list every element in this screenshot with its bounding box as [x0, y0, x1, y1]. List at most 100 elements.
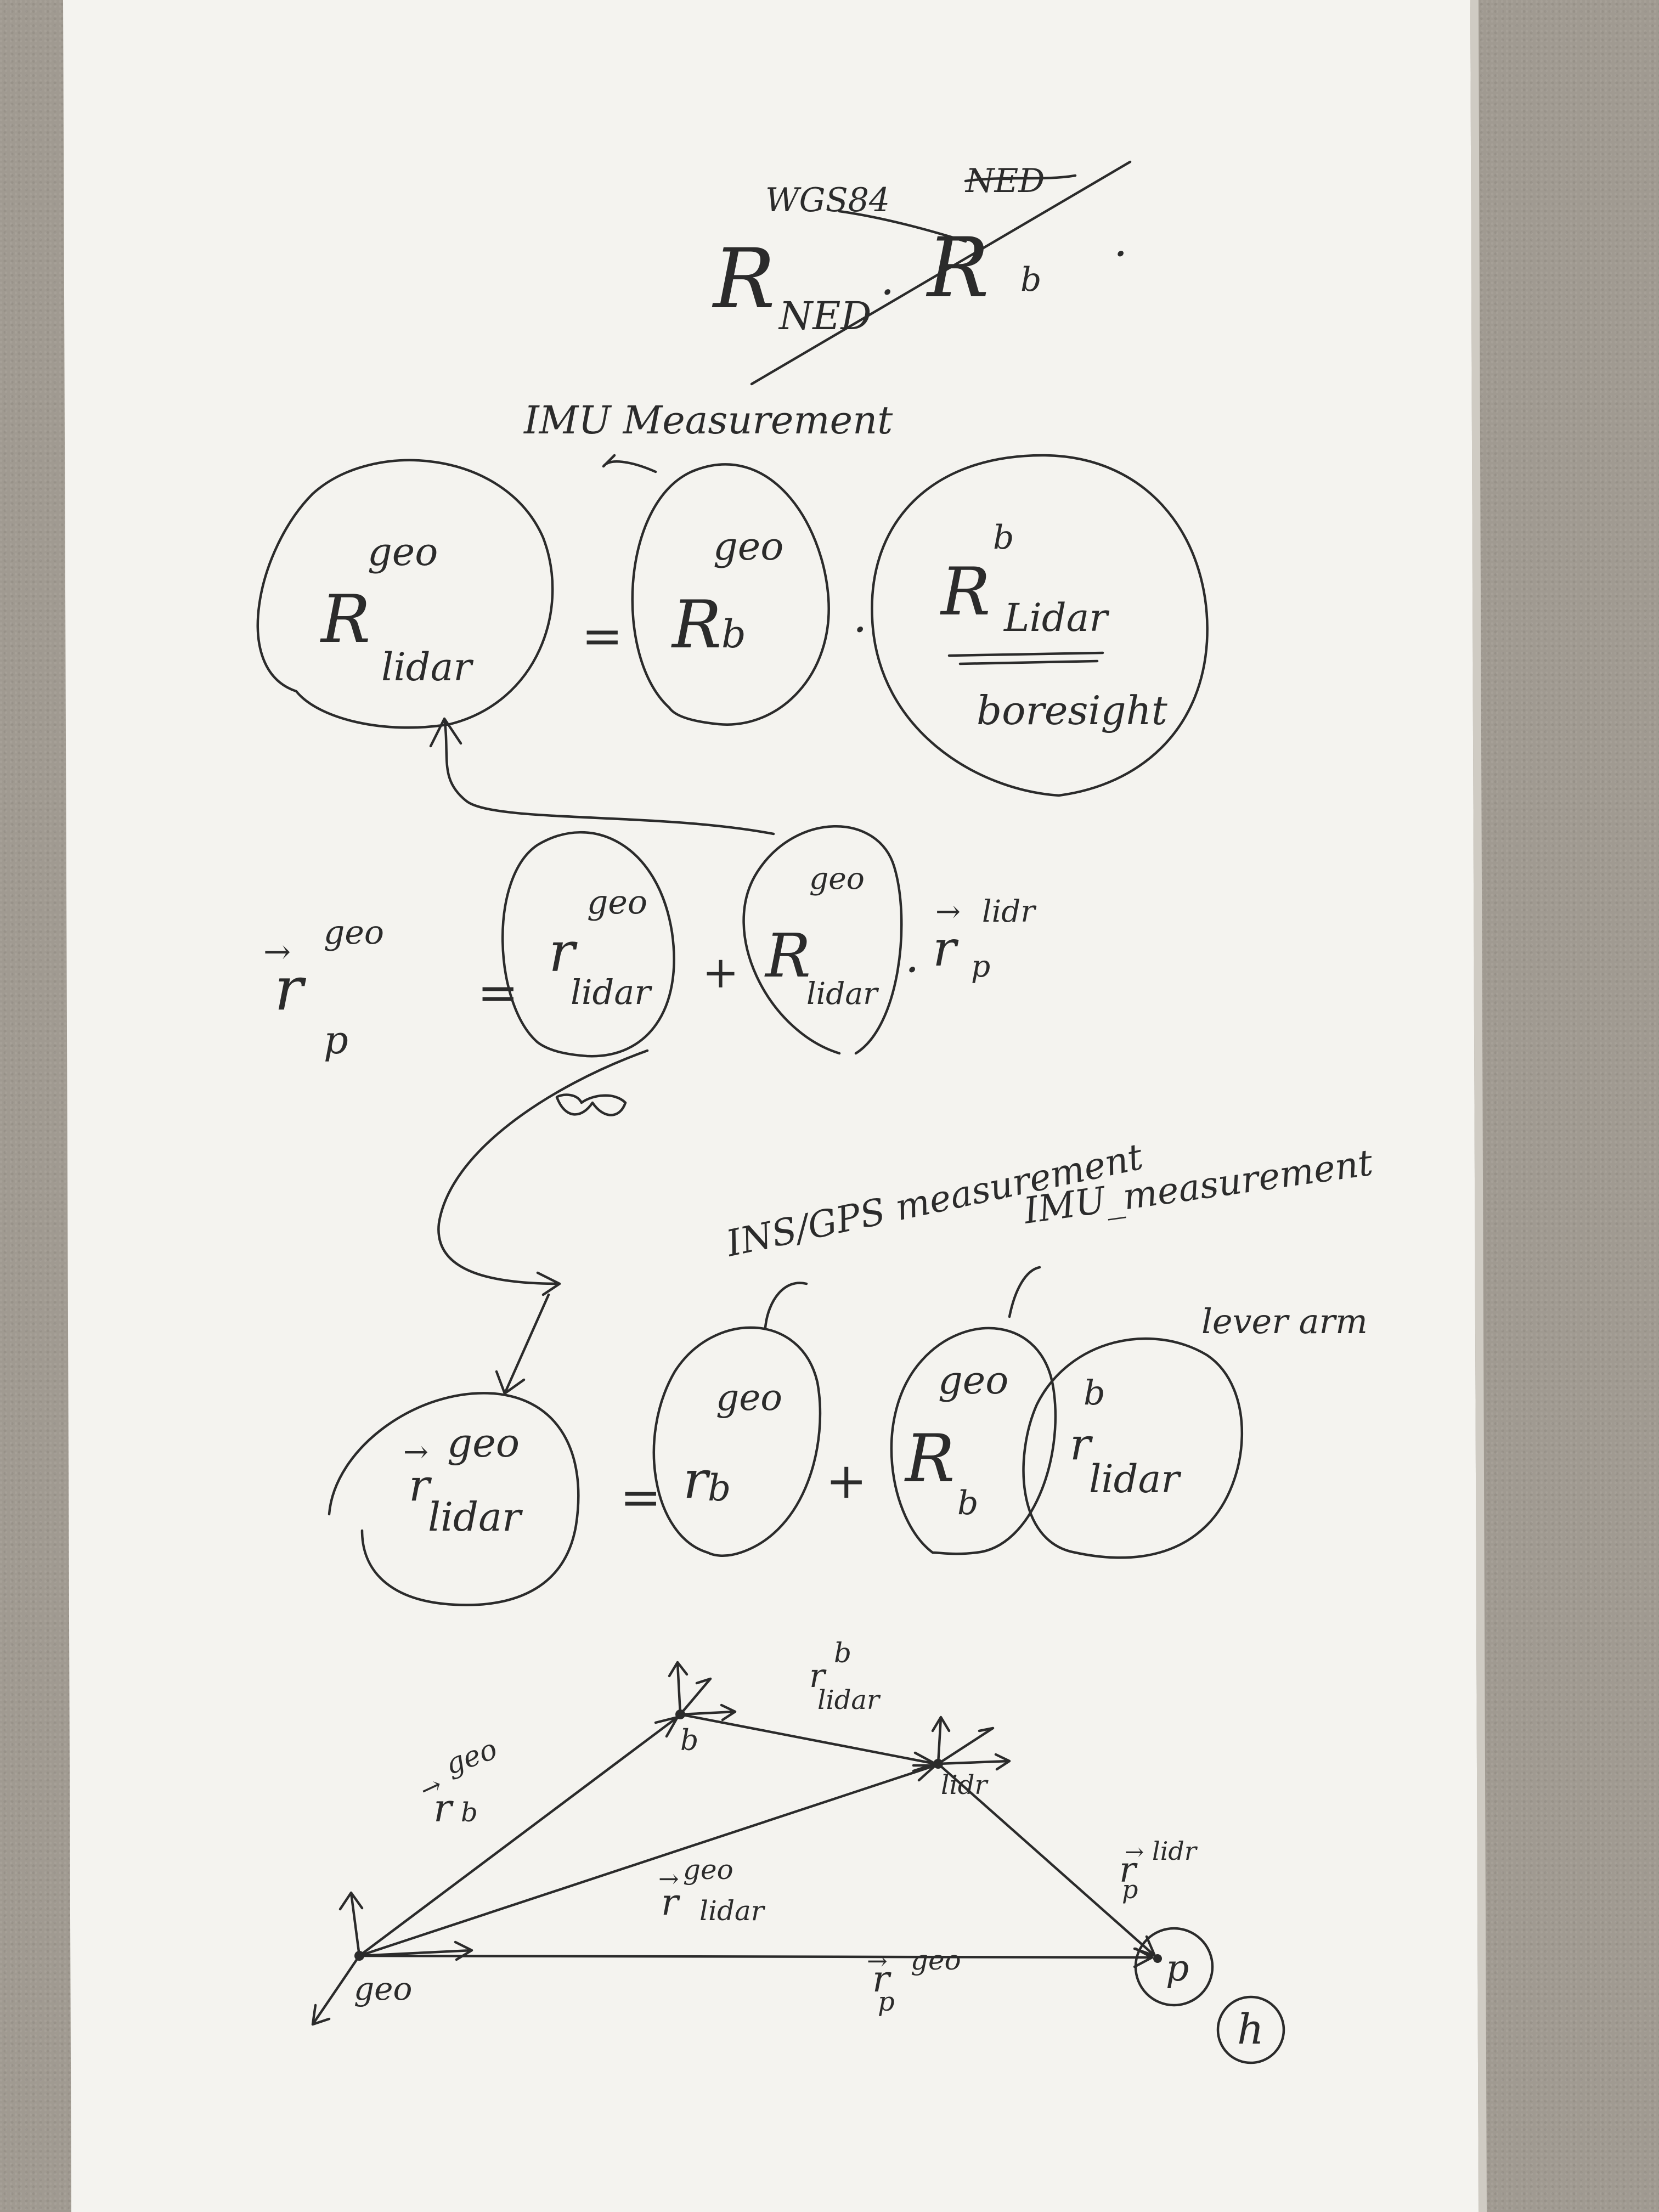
- top-crossed-sup-left: WGS84: [765, 181, 890, 219]
- term1-circle: [631, 463, 830, 726]
- pos-t3-arrow: →: [935, 894, 961, 929]
- b-axis-right: [679, 1703, 737, 1722]
- corner-badge-letter: h: [1237, 2005, 1264, 2053]
- rotation-equation: R geo lidar = R geo b · R b Lidar boresi…: [256, 454, 1209, 797]
- pos-t1-symbol: r: [549, 920, 578, 984]
- point-p-label: p: [1166, 1947, 1189, 1989]
- b-axis-diag: [679, 1677, 712, 1716]
- top-trailing-dot: ·: [1114, 228, 1127, 279]
- label-rb-geo-symbol: r: [433, 1786, 454, 1831]
- corner-badge: h: [1216, 1995, 1285, 2064]
- rot-t2-sup: b: [993, 518, 1014, 557]
- top-connector-stroke: [838, 210, 967, 243]
- label-rlidar-b-symbol: r: [809, 1657, 827, 1695]
- rot-t1-sub: b: [721, 612, 746, 657]
- lidar-term2-circle: [890, 1327, 1057, 1555]
- pos-lhs-sub: p: [324, 1018, 348, 1063]
- top-dot: ·: [881, 267, 894, 318]
- lidar-lhs-symbol: r: [409, 1460, 432, 1511]
- vector-geo-to-b: [358, 1716, 679, 1957]
- label-rp-geo-sup: geo: [911, 1944, 961, 1976]
- lidar-t2-sub: b: [957, 1484, 978, 1522]
- rot-t2-underline: [947, 651, 1104, 665]
- position-equation: → r geo p = r geo lidar + R geo lidar · …: [263, 825, 1036, 1063]
- label-rlidar-geo-symbol: r: [661, 1881, 680, 1923]
- rot-lhs-symbol: R: [320, 582, 370, 658]
- vector-geo-to-lidar: [358, 1764, 937, 1957]
- rot-t2-symbol: R: [940, 554, 990, 630]
- scribble-blob: [555, 1093, 627, 1116]
- lidar-link-arrow: [437, 1049, 649, 1395]
- label-rlidar-geo-sub: lidar: [699, 1895, 766, 1927]
- rot-lhs-sub: lidar: [381, 645, 473, 690]
- top-equation: R WGS84 NED NED · R b ·: [712, 160, 1132, 386]
- rot-t2-note: boresight: [977, 687, 1168, 733]
- lidar-axis-diag: [936, 1726, 995, 1765]
- lidar-t1-sub: b: [708, 1467, 731, 1509]
- label-rp-geo-symbol: r: [872, 1958, 891, 2000]
- top-r-symbol: R: [712, 232, 775, 327]
- geo-axis-up: [338, 1891, 364, 1957]
- top-sub-right: b: [1020, 261, 1041, 299]
- pos-t3-symbol: r: [933, 920, 959, 978]
- geo-frame-label: geo: [354, 1970, 412, 2007]
- ins-note-hook: [764, 1282, 808, 1329]
- lidar-lhs-sub: lidar: [428, 1494, 523, 1540]
- top-sub-left: NED: [778, 294, 871, 338]
- lidar-plus: +: [826, 1452, 867, 1510]
- lidar-t3-sup: b: [1084, 1373, 1105, 1413]
- pos-t1-sup: geo: [587, 883, 647, 922]
- pos-lhs-sup: geo: [324, 913, 384, 952]
- top-rb-symbol: R: [926, 221, 989, 316]
- pos-t3-sub: p: [971, 949, 990, 984]
- lidar-lhs-sup: geo: [447, 1420, 520, 1466]
- label-rp-lidr-symbol: r: [1119, 1850, 1138, 1891]
- pos-plus: +: [702, 947, 739, 998]
- top-strike-mark: [964, 174, 1077, 183]
- b-frame-label: b: [680, 1724, 698, 1757]
- label-rb-geo-sub: b: [461, 1797, 478, 1828]
- label-rlidar-geo-arrow: →: [658, 1864, 679, 1893]
- lidar-t2-symbol: R: [904, 1421, 955, 1497]
- lidar-term1-circle: [652, 1326, 822, 1557]
- pos-lhs-arrow: →: [263, 933, 291, 971]
- rot-dot: ·: [853, 604, 867, 655]
- lidar-term3-circle: [1022, 1337, 1243, 1559]
- lidar-axis-up: [931, 1716, 951, 1765]
- lidar-t1-sup: geo: [716, 1376, 782, 1419]
- paper-shadow-edge: [1470, 0, 1487, 2212]
- term2-circle: [871, 454, 1209, 797]
- label-rp-lidr-arrow: →: [1125, 1838, 1144, 1865]
- lever-arm-note: lever arm: [1201, 1301, 1368, 1341]
- lidar-frame-label: lidr: [941, 1770, 989, 1801]
- top-strike-diagonal: [750, 160, 1132, 386]
- geo-axis-diag: [311, 1954, 361, 2026]
- pos-t3-sup: lidr: [982, 894, 1036, 929]
- rotation-link-arrow: [429, 717, 775, 836]
- pos-equals: =: [477, 964, 518, 1022]
- label-rp-lidr-sup: lidr: [1152, 1836, 1198, 1866]
- imu-note-arrow: [602, 454, 657, 473]
- pos-lhs-symbol: r: [274, 953, 307, 1024]
- b-axis-up: [668, 1661, 689, 1716]
- pos-term2-circle: [742, 825, 903, 1055]
- lhs-circle: [256, 459, 554, 729]
- rot-t2-sub: Lidar: [1003, 595, 1109, 640]
- pos-t2-symbol: R: [764, 921, 811, 991]
- pos-term1-circle: [501, 831, 675, 1058]
- lidar-equals: =: [620, 1469, 661, 1526]
- frame-diagram: geo b lidr p → r geo b b r lidar → r geo: [311, 1637, 1214, 2026]
- lidar-axis-right: [936, 1753, 1011, 1771]
- pos-t2-sup: geo: [809, 861, 865, 896]
- vector-geo-to-p: [358, 1947, 1154, 1968]
- rot-lhs-sup: geo: [368, 529, 438, 574]
- pos-t2-sub: lidar: [806, 976, 879, 1011]
- label-rp-lidr-sub: p: [1122, 1875, 1138, 1904]
- pos-t1-sub: lidar: [571, 972, 652, 1012]
- label-rp-geo-sub: p: [878, 1987, 895, 2017]
- lidar-t3-symbol: r: [1070, 1419, 1093, 1470]
- paper-surface: [63, 0, 1479, 2212]
- lidar-t3-sub: lidar: [1089, 1457, 1181, 1502]
- rot-equals: =: [582, 607, 623, 665]
